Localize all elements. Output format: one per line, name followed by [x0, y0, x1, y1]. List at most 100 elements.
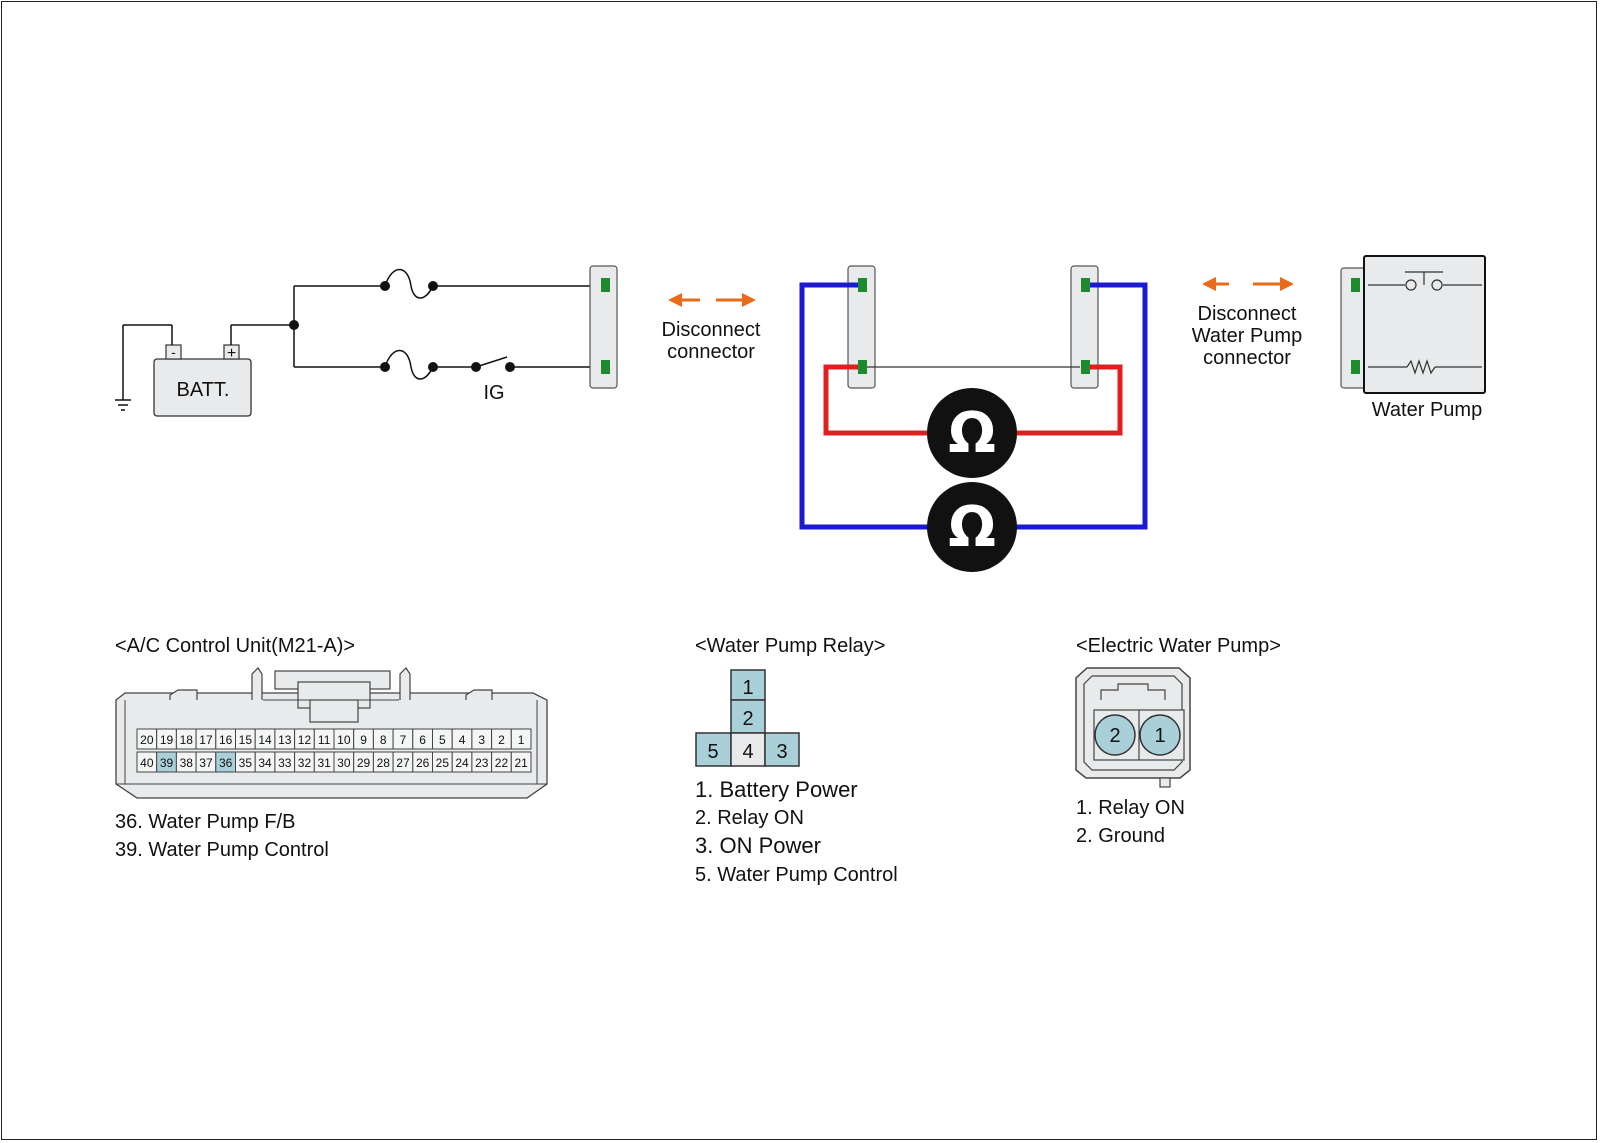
battery-label: BATT.	[177, 379, 230, 401]
ac-pin-label: 15	[239, 733, 253, 747]
ac-pin-label: 17	[199, 733, 213, 747]
relay-pin-3: 3	[776, 741, 787, 763]
ac-pin-label: 38	[180, 756, 194, 770]
ac-pin-label: 6	[419, 733, 426, 747]
relay-note: 5. Water Pump Control	[695, 864, 898, 886]
disconnect-arrow-right	[1202, 277, 1294, 291]
ac-pin-label: 22	[495, 756, 509, 770]
ac-pin-label: 9	[360, 733, 367, 747]
connector-terminal	[858, 278, 867, 292]
ac-pin-label: 23	[475, 756, 489, 770]
disconnect-label-line1: Disconnect	[662, 319, 761, 341]
ac-pin-label: 4	[459, 733, 466, 747]
ac-pin-label: 12	[298, 733, 312, 747]
ac-pin-label: 3	[478, 733, 485, 747]
ac-pin-label: 37	[199, 756, 213, 770]
relay-note: 3. ON Power	[695, 833, 821, 858]
ac-pin-label: 10	[337, 733, 351, 747]
relay-pin-4: 4	[742, 741, 753, 763]
ac-pin-label: 11	[318, 733, 331, 747]
ac-pin-label: 16	[219, 733, 233, 747]
pump-note: 1. Relay ON	[1076, 797, 1185, 819]
ac-pin-label: 28	[377, 756, 391, 770]
ac-pin-label: 21	[514, 756, 528, 770]
ac-pin-label: 30	[337, 756, 351, 770]
pump-connector-title: <Electric Water Pump>	[1076, 635, 1281, 657]
water-pump: Water Pump	[1340, 255, 1486, 421]
ohmmeter-icon	[927, 482, 1017, 572]
ac-pin-label: 36	[219, 756, 233, 770]
ac-pin-label: 2	[498, 733, 505, 747]
pump-side-connector	[1070, 265, 1099, 389]
ac-pin-label: 29	[357, 756, 371, 770]
pump-pin-2: 2	[1109, 725, 1120, 747]
relay-pin-5: 5	[707, 741, 718, 763]
ohmmeter-icon	[927, 388, 1017, 478]
ac-pin-label: 13	[278, 733, 292, 747]
ac-unit-title: <A/C Control Unit(M21-A)>	[115, 635, 355, 657]
ac-unit-note: 36. Water Pump F/B	[115, 811, 295, 833]
ac-pin-label: 20	[140, 733, 154, 747]
relay-pin-1: 1	[742, 677, 753, 699]
connector-terminal	[1081, 278, 1090, 292]
pump-pin-1: 1	[1154, 725, 1165, 747]
battery-circuit: - + BATT. IG	[115, 265, 618, 417]
relay-note: 2. Relay ON	[695, 807, 804, 829]
relay-side-connector	[847, 265, 876, 389]
ac-pin-label: 40	[140, 756, 154, 770]
ac-pin-label: 1	[518, 733, 525, 747]
ac-pin-label: 19	[160, 733, 174, 747]
relay-title: <Water Pump Relay>	[695, 635, 885, 657]
ac-pin-label: 31	[317, 756, 331, 770]
disconnect-pump-line2: Water Pump	[1192, 325, 1302, 347]
pump-connector	[1075, 667, 1191, 788]
ac-pin-label: 33	[278, 756, 292, 770]
ac-pin-label: 14	[258, 733, 272, 747]
ac-pin-label: 27	[396, 756, 410, 770]
disconnect-pump-line3: connector	[1203, 347, 1291, 369]
battery-body	[153, 358, 252, 417]
disconnect-pump-line1: Disconnect	[1198, 303, 1297, 325]
ac-pin-label: 26	[416, 756, 430, 770]
ac-pin-label: 34	[258, 756, 272, 770]
ohm-symbol: Ω	[948, 401, 996, 466]
relay-pin-layout	[695, 669, 800, 767]
ac-pin-label: 7	[400, 733, 407, 747]
relay-pin-2: 2	[742, 708, 753, 730]
battery-wiring	[230, 268, 600, 380]
ac-pin-cell	[510, 728, 532, 750]
pump-note: 2. Ground	[1076, 825, 1165, 847]
battery-neg-sign: -	[171, 344, 176, 360]
battery-pos-sign: +	[227, 345, 236, 362]
relay-note: 1. Battery Power	[695, 777, 858, 802]
ohm-symbol: Ω	[948, 495, 996, 560]
measurement-circuit: Ω Ω	[799, 265, 1148, 572]
connector-terminal	[601, 278, 610, 292]
disconnect-label-line2: connector	[667, 341, 755, 363]
connector-terminal	[1081, 360, 1090, 374]
disconnect-arrow-left	[668, 293, 756, 307]
ac-pin-cell	[510, 751, 532, 773]
pump-pin-1-circle	[1139, 714, 1181, 756]
ac-unit-note: 39. Water Pump Control	[115, 839, 329, 861]
battery-neg-terminal	[165, 344, 182, 360]
connector-terminal	[858, 360, 867, 374]
junction-dots	[289, 281, 515, 372]
pump-pin-2-circle	[1094, 714, 1136, 756]
harness-connector	[589, 265, 618, 389]
ac-pin-label: 39	[160, 756, 174, 770]
connector-terminal	[601, 360, 610, 374]
ignition-label: IG	[483, 382, 504, 404]
water-pump-label: Water Pump	[1372, 399, 1482, 421]
ground-icon	[115, 324, 172, 411]
ac-pin-label: 5	[439, 733, 446, 747]
ac-pin-label: 8	[380, 733, 387, 747]
ac-pin-label: 25	[436, 756, 450, 770]
ac-pin-label: 32	[298, 756, 312, 770]
ac-pin-label: 24	[455, 756, 469, 770]
ac-pin-label: 18	[180, 733, 194, 747]
